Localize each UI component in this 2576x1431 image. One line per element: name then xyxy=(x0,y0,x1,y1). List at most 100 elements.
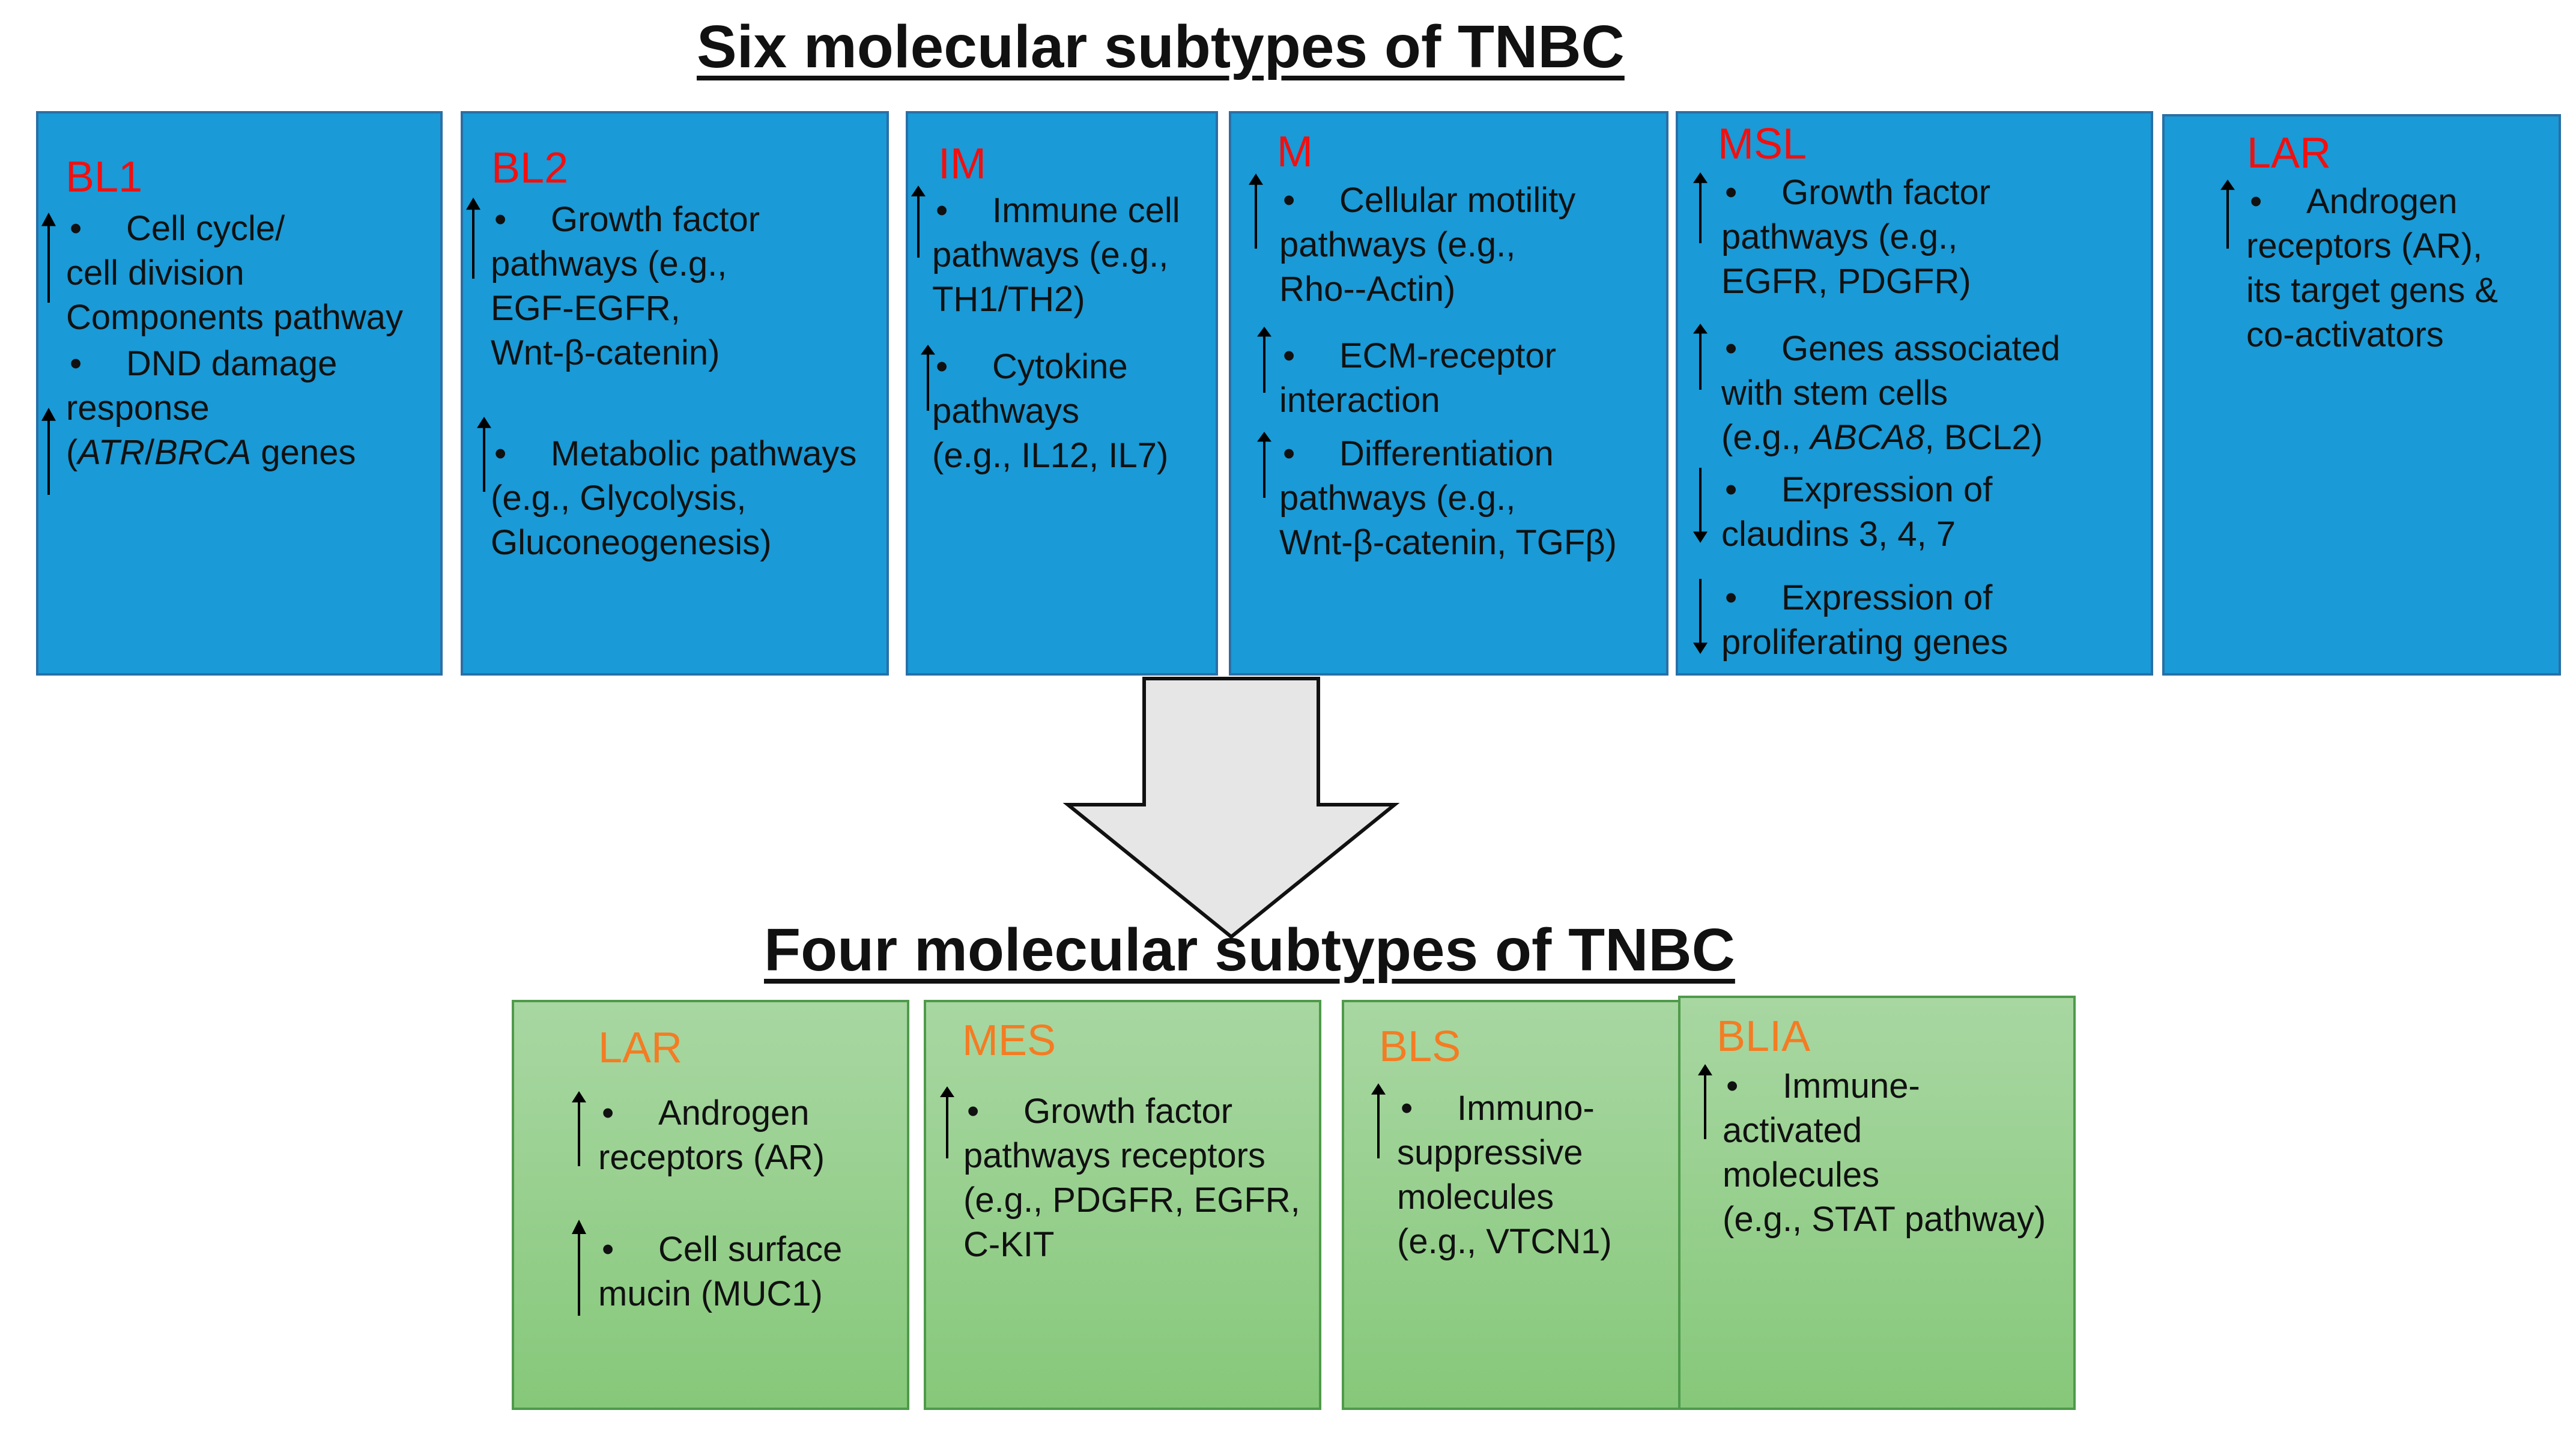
item-line: pathways (e.g., xyxy=(1721,217,1958,256)
subtype-box-bl2: BL2 •Growth factor pathways (e.g., EGF-E… xyxy=(461,111,889,676)
item-line: TH1/TH2) xyxy=(932,280,1085,319)
item-line: Immune- xyxy=(1783,1066,1920,1106)
subtype-name-bl2: BL2 xyxy=(491,144,569,192)
item-line: pathways (e.g., xyxy=(491,244,727,283)
subtype-box-lar: LAR • Androgen receptors (AR), its target… xyxy=(2162,114,2561,676)
up-arrow-icon xyxy=(570,1220,588,1316)
up-arrow-icon xyxy=(1691,172,1709,243)
item-line: Growth factor xyxy=(1023,1092,1233,1131)
up-arrow-icon xyxy=(1255,432,1273,498)
subtype-box-m: M •Cellular motility pathways (e.g., Rho… xyxy=(1229,111,1668,676)
subtype-box-blia: BLIA •Immune- activated molecules (e.g.,… xyxy=(1678,996,2076,1410)
item-line: Androgen xyxy=(658,1094,810,1133)
bullet: • xyxy=(1283,434,1296,473)
up-arrow-icon xyxy=(1696,1064,1714,1139)
item-line: EGFR, PDGFR) xyxy=(1721,262,1971,301)
up-arrow-icon xyxy=(1247,174,1265,249)
up-arrow-icon xyxy=(938,1086,956,1158)
item-line: molecules xyxy=(1723,1155,1880,1194)
item-line: (e.g., IL12, IL7) xyxy=(932,436,1169,475)
subtype-name-msl: MSL xyxy=(1718,120,1807,168)
msl-item-growth-factor: • Growth factor pathways (e.g., EGFR, PDG… xyxy=(1721,171,1990,304)
subtype-name-mes: MES xyxy=(962,1017,1056,1065)
item-line: ECM-receptor xyxy=(1339,336,1556,375)
subtype-box-bl1: BL1 • Cell cycle/ cell division Component… xyxy=(36,111,443,676)
item-line: Components pathway xyxy=(66,298,403,337)
item-line: Expression of xyxy=(1781,470,1993,509)
bullet: • xyxy=(70,209,82,248)
item-line: co-activators xyxy=(2246,315,2444,354)
bullet: • xyxy=(936,347,948,386)
bl1-item-dna-damage: •DND damage response (ATR/BRCA genes xyxy=(66,342,356,475)
m-item-differentiation: • Differentiation pathways (e.g., Wnt-β-c… xyxy=(1279,432,1617,565)
item-line: interaction xyxy=(1279,381,1440,420)
subtype-name-im: IM xyxy=(938,140,986,188)
lar-four-item-mucin: •Cell surface mucin (MUC1) xyxy=(598,1227,842,1316)
item-line: cell division xyxy=(66,253,244,292)
item-line: pathways receptors xyxy=(963,1136,1265,1175)
item-line: receptors (AR), xyxy=(2246,226,2483,265)
up-arrow-icon xyxy=(464,198,482,279)
up-arrow-icon xyxy=(909,186,927,258)
msl-item-claudins: •Expression of claudins 3, 4, 7 xyxy=(1721,468,1992,557)
bullet: • xyxy=(2250,182,2262,221)
item-line: (e.g., VTCN1) xyxy=(1397,1222,1612,1261)
item-line: pathways (e.g., xyxy=(1279,479,1516,518)
bullet: • xyxy=(1725,578,1738,617)
item-line: pathways (e.g., xyxy=(1279,225,1516,264)
lar-item-androgen: • Androgen receptors (AR), its target gen… xyxy=(2246,180,2498,357)
mes-item-growth-factor: • Growth factor pathways receptors (e.g.,… xyxy=(963,1089,1300,1267)
item-line: its target gens & xyxy=(2246,271,2499,310)
bullet: • xyxy=(1725,173,1738,212)
blia-item-immune-activated: •Immune- activated molecules (e.g., STAT… xyxy=(1723,1064,2046,1242)
up-arrow-icon xyxy=(1369,1083,1387,1158)
subtype-box-im: IM •Immune cell pathways (e.g., TH1/TH2)… xyxy=(906,111,1218,676)
im-item-immune-cell: •Immune cell pathways (e.g., TH1/TH2) xyxy=(932,189,1180,322)
bl2-item-metabolic: •Metabolic pathways (e.g., Glycolysis, G… xyxy=(491,432,856,565)
lar-four-item-androgen: • Androgen receptors (AR) xyxy=(598,1091,825,1180)
m-item-cellular-motility: •Cellular motility pathways (e.g., Rho--… xyxy=(1279,178,1575,312)
item-line: DND damage xyxy=(126,344,338,383)
bullet: • xyxy=(494,434,507,473)
bl1-item-cell-cycle: • Cell cycle/ cell division Components pa… xyxy=(66,207,403,340)
bullet: • xyxy=(967,1092,980,1131)
item-line: molecules xyxy=(1397,1178,1554,1217)
bl2-item-growth-factor: •Growth factor pathways (e.g., EGF-EGFR,… xyxy=(491,198,760,375)
item-line: Differentiation xyxy=(1339,434,1554,473)
item-line: Wnt-β-catenin, TGFβ) xyxy=(1279,523,1617,562)
bullet: • xyxy=(1401,1089,1413,1128)
subtype-name-m: M xyxy=(1277,128,1313,176)
bullet: • xyxy=(70,344,82,383)
subtype-name-bls: BLS xyxy=(1379,1023,1461,1071)
bullet: • xyxy=(936,191,948,230)
item-line: (e.g., Glycolysis, xyxy=(491,479,747,518)
item-line: Genes associated xyxy=(1781,329,2061,368)
up-arrow-icon xyxy=(40,213,58,303)
subtype-name-bl1: BL1 xyxy=(65,153,143,201)
up-arrow-icon xyxy=(40,408,58,495)
item-line: Growth factor xyxy=(1781,173,1991,212)
item-line: (ATR/BRCA genes xyxy=(66,433,356,472)
bullet: • xyxy=(602,1094,614,1133)
item-line: Androgen xyxy=(2306,182,2458,221)
item-line: (e.g., PDGFR, EGFR, xyxy=(963,1181,1300,1220)
item-line: Cellular motility xyxy=(1339,181,1576,220)
item-line: suppressive xyxy=(1397,1133,1583,1172)
item-line: (e.g., STAT pathway) xyxy=(1723,1200,2046,1239)
item-line: Wnt-β-catenin) xyxy=(491,333,720,372)
down-arrow-icon xyxy=(1691,468,1709,543)
item-line: receptors (AR) xyxy=(598,1138,825,1177)
item-line: (e.g., ABCA8, BCL2) xyxy=(1721,418,2043,457)
msl-item-stem-cells: • Genes associated with stem cells (e.g.,… xyxy=(1721,327,2060,460)
item-line: mucin (MUC1) xyxy=(598,1274,823,1313)
item-line: Cell cycle/ xyxy=(126,209,285,248)
im-item-cytokine: •Cytokine pathways (e.g., IL12, IL7) xyxy=(932,345,1168,478)
item-line: Growth factor xyxy=(551,200,760,239)
item-line: with stem cells xyxy=(1721,374,1948,413)
bullet: • xyxy=(1725,329,1738,368)
bullet: • xyxy=(1283,336,1296,375)
subtype-name-lar: LAR xyxy=(2247,129,2332,177)
item-line: Cytokine xyxy=(992,347,1128,386)
item-line: claudins 3, 4, 7 xyxy=(1721,515,1956,554)
item-line: Gluconeogenesis) xyxy=(491,523,772,562)
